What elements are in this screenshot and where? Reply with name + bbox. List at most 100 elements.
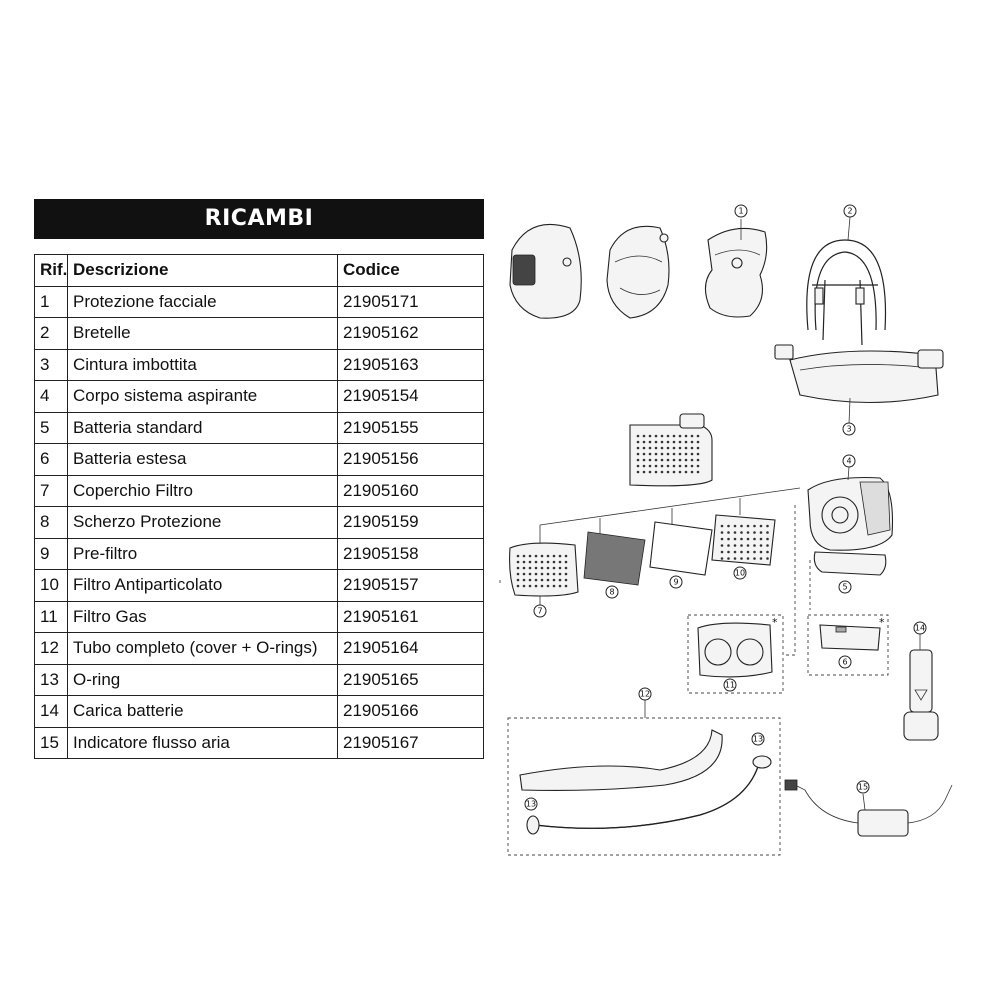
- welding-helmet-front: [509, 224, 582, 319]
- cell-description: Cintura imbottita: [67, 348, 338, 381]
- cell-description: Batteria standard: [67, 411, 338, 444]
- padded-belt: [774, 344, 944, 425]
- cell-ref: 4: [34, 380, 68, 413]
- callout-8: 8: [609, 588, 614, 597]
- cell-description: Corpo sistema aspirante: [67, 380, 338, 413]
- protection-screen: [583, 531, 646, 586]
- cell-ref: 3: [34, 348, 68, 381]
- callout-15: 14: [915, 624, 925, 633]
- callout-12: 12: [640, 690, 650, 699]
- cell-description: Filtro Antiparticolato: [67, 569, 338, 602]
- cell-description: Coperchio Filtro: [67, 474, 338, 507]
- cell-code: 21905165: [337, 663, 484, 696]
- filter-cover-perforation: [636, 434, 700, 474]
- cell-ref: 5: [34, 411, 68, 444]
- callout-1: 1: [738, 207, 743, 216]
- cell-description: Tubo completo (cover + O-rings): [67, 632, 338, 665]
- airflow-indicator: [903, 634, 939, 741]
- cell-ref: 15: [34, 726, 68, 759]
- cell-code: 21905167: [337, 726, 484, 759]
- cell-ref: 1: [34, 285, 68, 318]
- standard-battery: [813, 551, 887, 576]
- cell-description: Protezione facciale: [67, 285, 338, 318]
- complete-hose: [519, 729, 772, 835]
- blower-unit: [807, 477, 894, 551]
- cell-code: 21905159: [337, 506, 484, 539]
- callout-14: 15: [858, 783, 868, 792]
- shoulder-harness: [806, 239, 887, 346]
- cell-code: 21905161: [337, 600, 484, 633]
- cell-description: Filtro Gas: [67, 600, 338, 633]
- header-ref: Rif.: [34, 254, 68, 287]
- gas-filter: [697, 622, 773, 678]
- section-title: RICAMBI: [34, 199, 484, 239]
- battery-charger: [784, 779, 953, 837]
- cell-code: 21905166: [337, 695, 484, 728]
- cell-ref: 2: [34, 317, 68, 350]
- extended-battery: [819, 624, 881, 651]
- filter-cover-7-perforation: [516, 554, 568, 588]
- cell-ref: 14: [34, 695, 68, 728]
- cell-code: 21905158: [337, 537, 484, 570]
- callout-2: 2: [847, 207, 852, 216]
- cell-ref: 12: [34, 632, 68, 665]
- header-description: Descrizione: [67, 254, 338, 287]
- callout-11: 11: [725, 681, 735, 690]
- cell-description: Batteria estesa: [67, 443, 338, 476]
- cell-ref: 9: [34, 537, 68, 570]
- cell-code: 21905164: [337, 632, 484, 665]
- exploded-parts-diagram: 1 2 3 4 5: [499, 204, 953, 856]
- callout-4: 4: [846, 457, 851, 466]
- callout-3: 3: [846, 425, 851, 434]
- cell-code: 21905157: [337, 569, 484, 602]
- cell-code: 21905160: [337, 474, 484, 507]
- cell-code: 21905154: [337, 380, 484, 413]
- callout-9: 9: [673, 578, 678, 587]
- cell-code: 21905162: [337, 317, 484, 350]
- pre-filter: [649, 521, 713, 576]
- welding-helmet-back: [606, 225, 670, 319]
- cell-code: 21905156: [337, 443, 484, 476]
- callout-7: 7: [537, 607, 542, 616]
- callout-13a: 13: [526, 800, 536, 809]
- callout-5: 5: [842, 583, 847, 592]
- cell-code: 21905155: [337, 411, 484, 444]
- cell-ref: 10: [34, 569, 68, 602]
- header-code: Codice: [337, 254, 484, 287]
- particulate-filter-cells: [720, 524, 769, 560]
- cell-description: O-ring: [67, 663, 338, 696]
- face-protection-hood: [704, 219, 768, 318]
- cell-ref: 6: [34, 443, 68, 476]
- callout-6: 6: [842, 658, 847, 667]
- cell-ref: 11: [34, 600, 68, 633]
- filter-cover: [509, 542, 579, 597]
- cell-ref: 7: [34, 474, 68, 507]
- optional-mark-11: *: [772, 616, 778, 629]
- cell-description: Bretelle: [67, 317, 338, 350]
- filter-cover-assembled: [629, 413, 713, 487]
- cell-ref: 8: [34, 506, 68, 539]
- cell-code: 21905163: [337, 348, 484, 381]
- cell-code: 21905171: [337, 285, 484, 318]
- table-header-row: Rif. Descrizione Codice: [34, 254, 484, 287]
- cell-description: Indicatore flusso aria: [67, 726, 338, 759]
- callout-13b: 13: [753, 735, 763, 744]
- callout-10: 10: [735, 569, 745, 578]
